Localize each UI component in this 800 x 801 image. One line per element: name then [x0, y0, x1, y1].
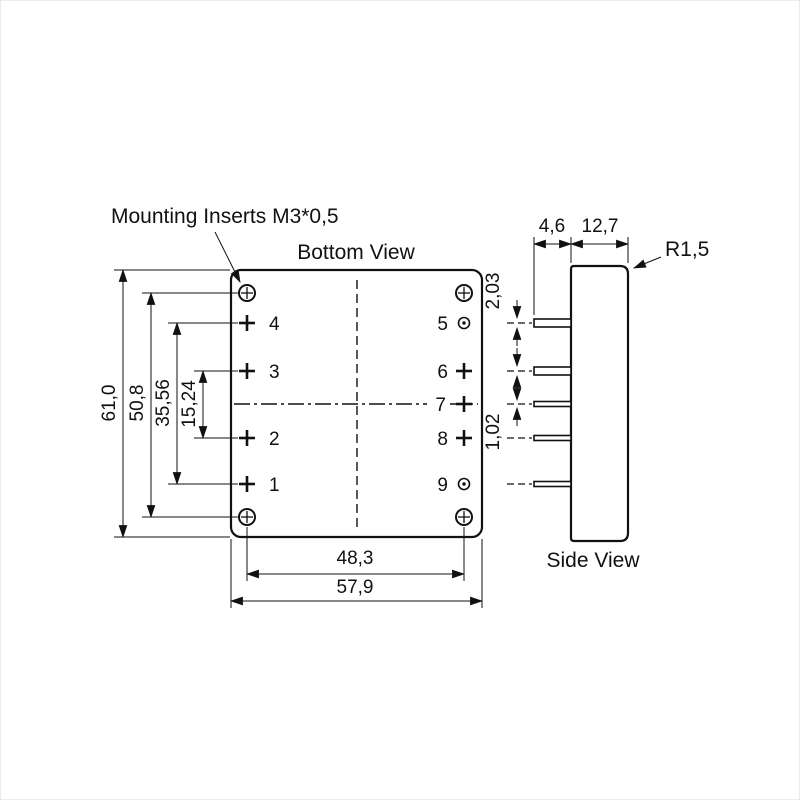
dim-46-label: 4,6 — [539, 216, 565, 237]
mounting-hole-top-right — [455, 284, 473, 302]
dim-508-label: 50,8 — [127, 385, 148, 422]
dim-3556-label: 35,56 — [153, 379, 174, 427]
bottom-view-body-outline — [229, 268, 484, 539]
pin-3-symbol — [239, 363, 255, 379]
pin-9-symbol — [457, 477, 471, 491]
pin-4-symbol — [239, 315, 255, 331]
radius-leader — [632, 256, 662, 269]
mounting-hole-top-left — [238, 284, 256, 302]
dim-579-label: 57,9 — [337, 577, 374, 598]
pin-2-label: 2 — [269, 429, 280, 450]
mounting-hole-bottom-right — [455, 508, 473, 526]
pin-8-label: 8 — [437, 429, 448, 450]
pin-6-symbol — [456, 363, 472, 379]
mounting-inserts-label: Mounting Inserts M3*0,5 — [111, 205, 339, 228]
pin-1-symbol — [239, 476, 255, 492]
pin-6-label: 6 — [437, 362, 448, 383]
pin-5-label: 5 — [437, 314, 448, 335]
side-pin-row-2 — [507, 366, 572, 376]
side-pin-row-1 — [507, 318, 572, 328]
bottom-view-title: Bottom View — [297, 241, 415, 264]
radius-label: R1,5 — [665, 238, 709, 261]
side-view-body-outline — [569, 264, 630, 543]
dim-102-label: 1,02 — [483, 414, 504, 451]
side-pin-row-5 — [507, 480, 572, 488]
dim-203-label: 2,03 — [483, 273, 504, 310]
side-view: 4,6 12,7 R1,5 2,03 1,02 Side View — [483, 216, 709, 572]
bottom-view-horizontal-dimensions: 48,3 57,9 — [229, 527, 484, 608]
pin-7-symbol — [456, 396, 472, 412]
mounting-hole-bottom-left — [238, 508, 256, 526]
dim-483-label: 48,3 — [337, 548, 374, 569]
side-pin-row-3 — [507, 400, 572, 408]
bottom-view: 4 3 2 1 5 6 7 8 9 — [229, 268, 484, 539]
pin-7-label: 7 — [435, 395, 446, 416]
pin-8-symbol — [456, 430, 472, 446]
pin-9-label: 9 — [437, 475, 448, 496]
pin-5-symbol — [457, 316, 471, 330]
pin-4-label: 4 — [269, 314, 280, 335]
bottom-view-vertical-dimensions: 61,0 50,8 35,56 15,24 — [99, 268, 238, 539]
side-pin-row-4 — [507, 434, 572, 442]
side-view-title: Side View — [546, 549, 640, 572]
mounting-inserts-leader — [214, 231, 241, 283]
pin-2-symbol — [239, 430, 255, 446]
dim-127-label: 12,7 — [582, 216, 619, 237]
dim-1524-label: 15,24 — [179, 380, 200, 428]
dim-61-label: 61,0 — [99, 385, 120, 422]
pin-1-label: 1 — [269, 475, 280, 496]
pin-3-label: 3 — [269, 362, 280, 383]
